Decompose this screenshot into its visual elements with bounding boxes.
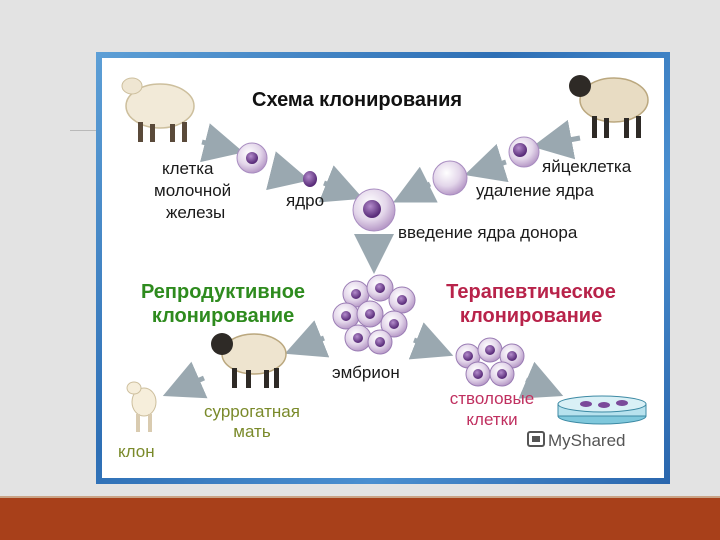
arrow-embryo-to-stemcells [408,322,454,360]
label-donor-nucleus: введение ядра донора [398,223,578,242]
label-embryo: эмбрион [332,363,400,382]
arrow-sheep-to-cell [200,123,244,163]
cell-icon [236,142,268,174]
label-therapeutic-cloning: Терапевтическое клонирование [446,281,616,327]
arrow-cell-to-nucleus [266,151,310,191]
petri-dish-icon [557,395,647,425]
label-clone: клон [118,442,155,461]
footer-line [0,496,720,498]
watermark-text: MyShared [548,431,626,450]
label-mammary-cell-1: клетка [162,159,214,178]
nucleus-icon [303,171,317,187]
arrow-empty-to-fusion [393,166,438,203]
slide-rule [70,130,110,131]
myshared-logo-icon [527,431,545,447]
label-reproductive-cloning: Репродуктивное клонирование [140,281,306,327]
label-surrogate-mother: суррогатная мать [204,402,300,442]
arrow-surrogate-to-clone [162,361,208,399]
label-nucleus: ядро [286,191,325,210]
arrow-embryo-to-surrogate [284,320,330,358]
arrow-sheep-to-egg [532,119,581,160]
diagram-frame: Схема клонирования клетка молочной желез… [96,52,670,484]
label-mammary-cell-2: молочной [154,181,232,200]
sheep-icon [121,77,195,142]
arrow-egg-to-empty [464,143,509,183]
diagram-canvas [121,75,649,447]
cell-icon [508,136,540,168]
label-stem-cells: стволовые клетки [449,389,535,430]
arrows [162,119,581,399]
lamb-icon [126,381,157,432]
sheep-icon [211,333,287,388]
label-mammary-cell-3: железы [166,203,226,222]
label-nucleus-removal: удаление ядра [476,181,594,200]
cell-icon [432,160,468,196]
diagram-panel: Схема клонирования клетка молочной желез… [102,58,664,478]
arrow-nucleus-to-fusion [318,165,364,203]
cell-icon [352,188,396,232]
arrow-stemcells-to-dish [518,361,564,399]
diagram-title: Схема клонирования [252,89,463,111]
footer-bar [0,498,720,540]
sheep-icon [569,75,649,138]
stem-cells-icon [455,337,525,387]
embryo-icon [332,274,416,355]
label-egg: яйцеклетка [542,157,632,176]
